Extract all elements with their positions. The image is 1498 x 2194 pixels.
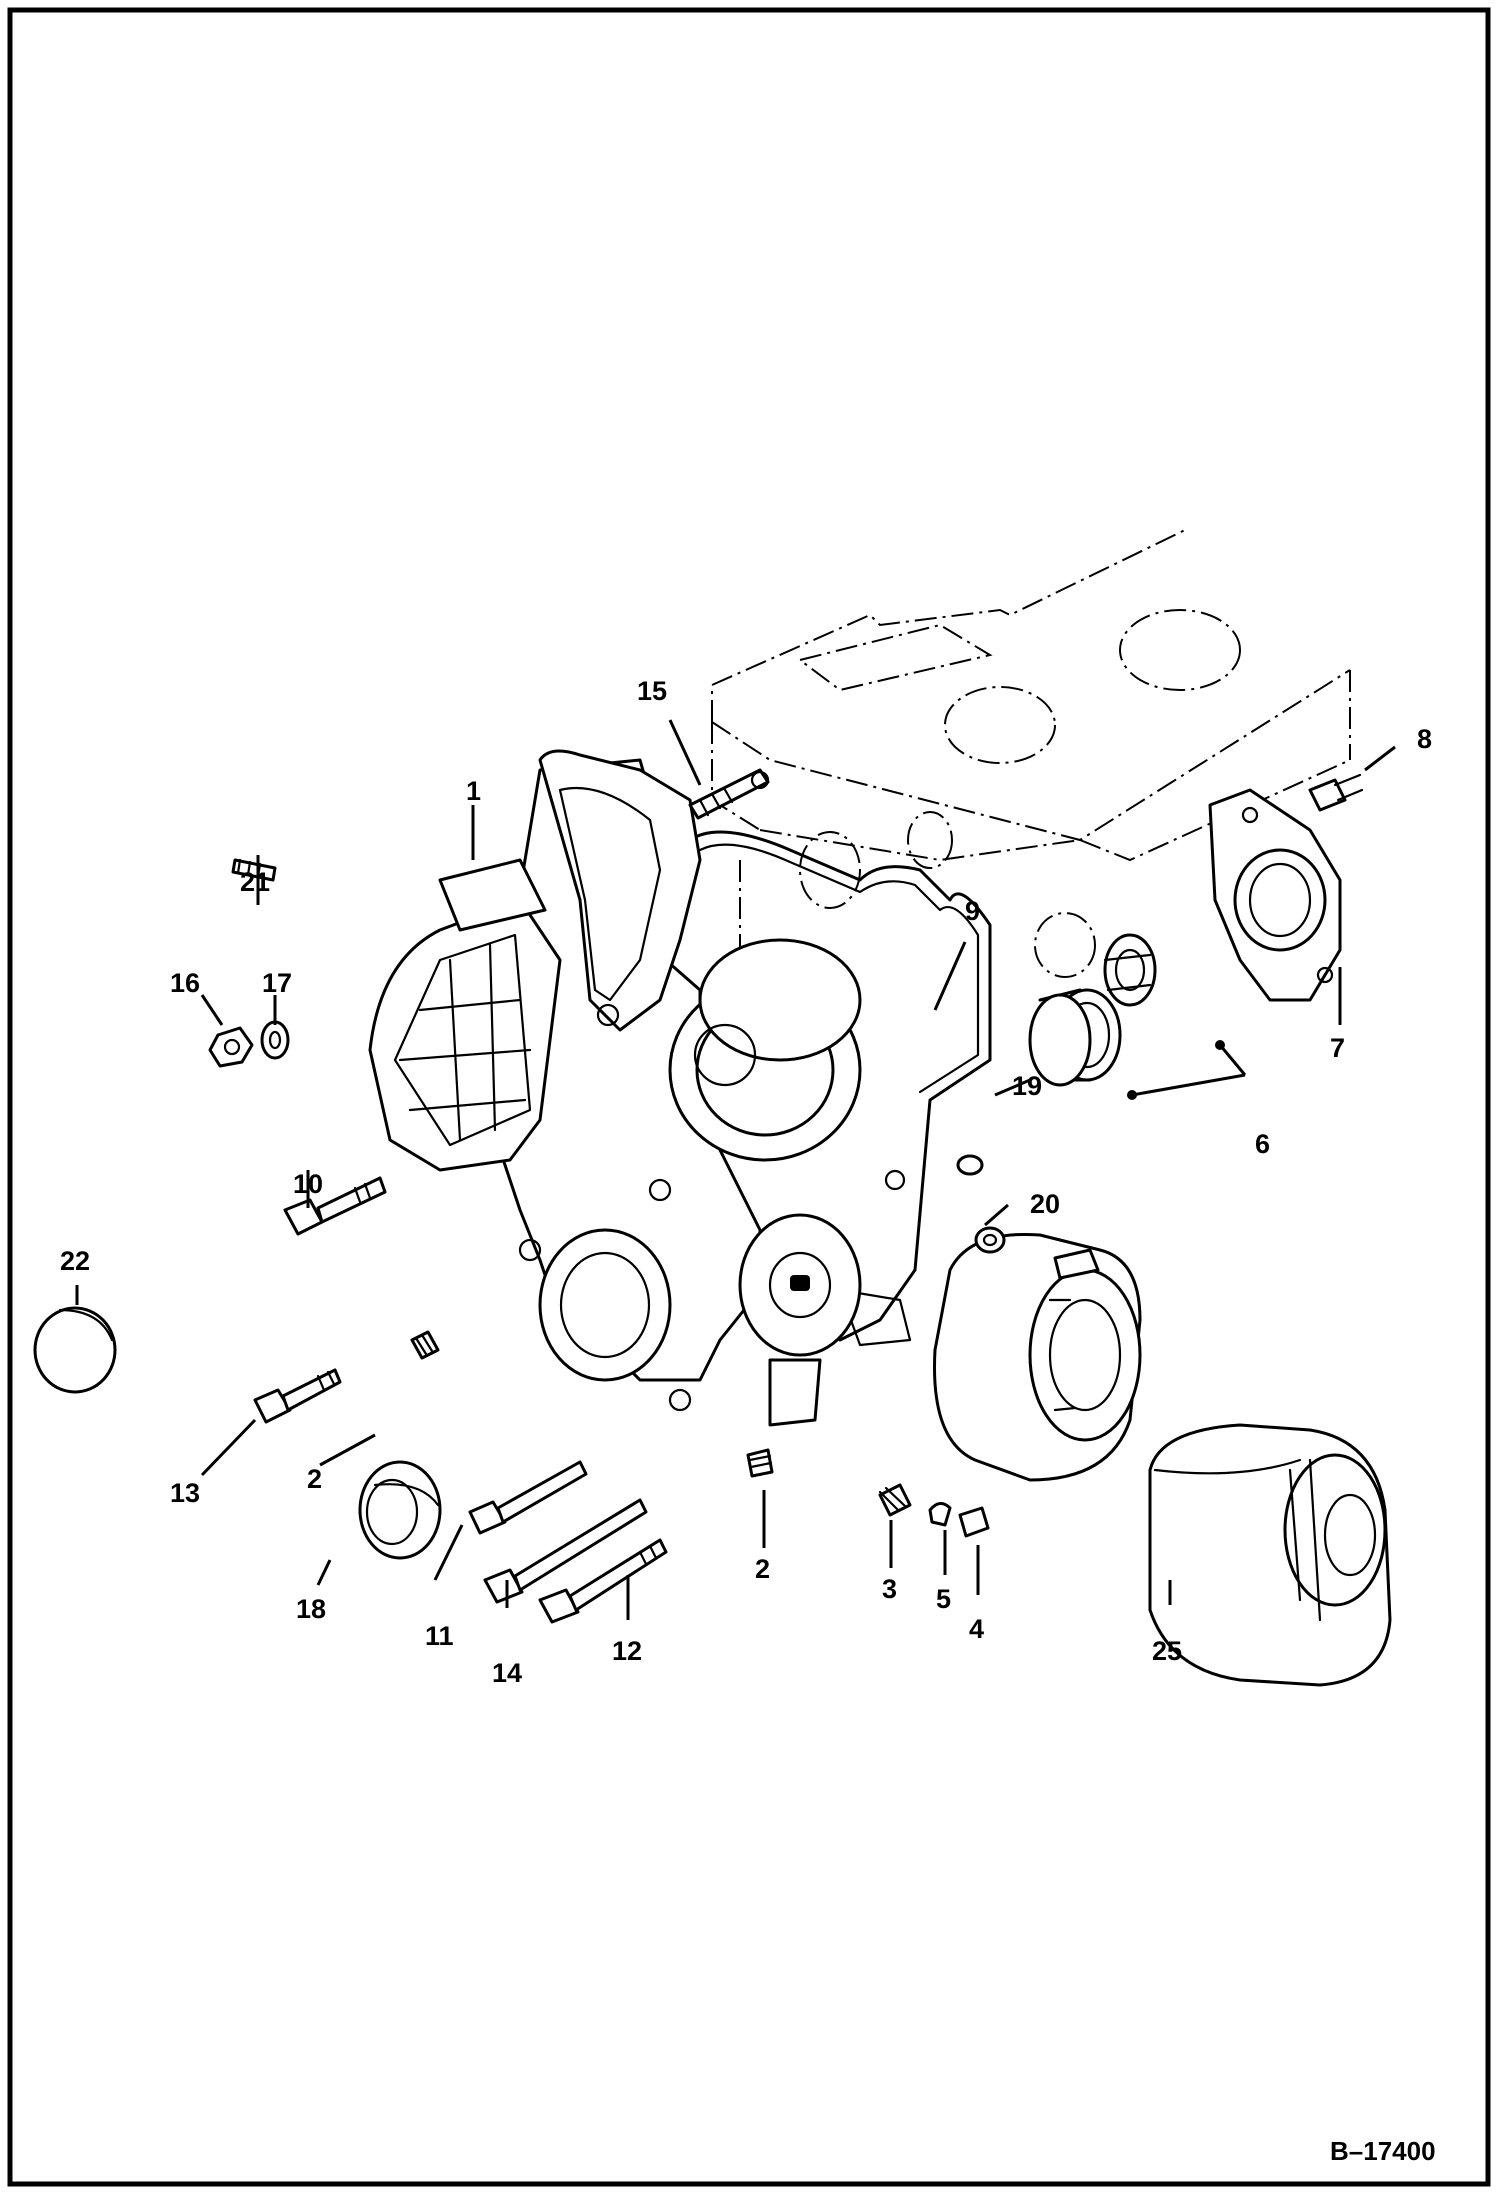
- callout-4: 4: [969, 1614, 984, 1644]
- gear-case-cover: [368, 858, 562, 1172]
- o-ring-20: [974, 1226, 1006, 1254]
- oil-filter-housing: [933, 1232, 1142, 1482]
- bolt-14: [483, 1498, 648, 1604]
- plug-2-upper: [410, 1330, 440, 1360]
- bolt-12: [538, 1538, 668, 1624]
- bolt-13: [253, 1368, 342, 1424]
- page-border: [7, 7, 1491, 2187]
- callout-2-left: 2: [307, 1464, 322, 1494]
- callout-15: 15: [637, 676, 667, 706]
- oil-filter: [1148, 1423, 1392, 1687]
- washer-17: [260, 1020, 290, 1060]
- stud-15: [688, 768, 770, 820]
- callout-14: 14: [492, 1658, 522, 1688]
- callout-6: 6: [1255, 1129, 1270, 1159]
- callout-16: 16: [170, 968, 200, 998]
- callout-25: 25: [1152, 1636, 1182, 1666]
- callout-20: 20: [1030, 1189, 1060, 1219]
- callout-19: 19: [1012, 1071, 1042, 1101]
- callout-17: 17: [262, 968, 292, 998]
- relief-valve-parts: [878, 1483, 990, 1538]
- callout-13: 13: [170, 1478, 200, 1508]
- bolt-10: [283, 1176, 387, 1236]
- plug-2-lower: [746, 1448, 774, 1478]
- callout-9: 9: [965, 896, 980, 926]
- plug-22: [33, 1306, 117, 1394]
- callout-11: 11: [425, 1621, 454, 1651]
- figure-reference: B–17400: [1330, 2136, 1436, 2166]
- screw-8: [1308, 773, 1364, 812]
- callout-2-center: 2: [755, 1554, 770, 1584]
- pump-cover-plate: [1208, 788, 1342, 1002]
- oil-pump-gears: [1028, 933, 1225, 1100]
- engine-block: [711, 529, 1351, 1110]
- callout-5: 5: [936, 1584, 951, 1614]
- nut-16: [208, 1026, 254, 1068]
- callout-3: 3: [882, 1574, 897, 1604]
- leader-lines: [75, 719, 1396, 1620]
- bolt-11: [468, 1460, 588, 1535]
- callout-18: 18: [296, 1594, 326, 1624]
- washer-19: [956, 1154, 984, 1176]
- oil-seal-18: [358, 1460, 442, 1560]
- callout-1: 1: [466, 776, 481, 806]
- gear-case-gasket: [688, 830, 992, 1347]
- callout-22: 22: [60, 1246, 90, 1276]
- callout-10: 10: [293, 1169, 323, 1199]
- callout-12: 12: [612, 1636, 642, 1666]
- callout-21: 21: [240, 867, 270, 897]
- callout-8: 8: [1417, 724, 1432, 754]
- callout-7: 7: [1330, 1033, 1345, 1063]
